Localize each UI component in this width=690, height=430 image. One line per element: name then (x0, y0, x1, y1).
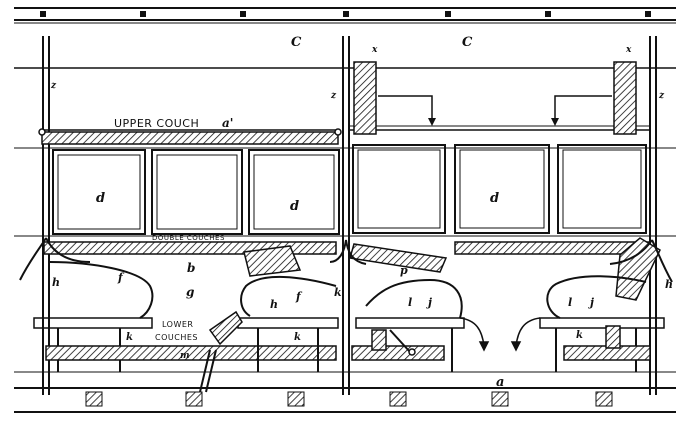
label-a: a (496, 375, 504, 390)
label-l-right: l (568, 296, 572, 309)
lower-couches-caption-2: COUCHES (155, 333, 198, 342)
lower-couch-right (539, 275, 665, 372)
upper-couch-left (38, 128, 342, 145)
label-l-center: l (408, 296, 412, 309)
upper-couch-caption: UPPER COUCH (114, 117, 199, 130)
lower-couch-center-right (351, 278, 465, 372)
upper-wall (14, 67, 676, 237)
roof-rivets (40, 11, 651, 17)
label-h-mid: h (270, 298, 278, 311)
floor (14, 371, 676, 413)
label-x-left: x (371, 45, 378, 55)
lower-couch-middle (199, 276, 339, 393)
car-panels (52, 144, 647, 235)
folded-couch-right (613, 61, 637, 135)
label-h-right: h (665, 278, 673, 291)
label-x-right: x (625, 45, 632, 55)
label-b: b (187, 261, 195, 275)
double-couches (43, 237, 661, 301)
double-couches-caption: DOUBLE COUCHES (152, 234, 225, 242)
folded-couch-left (353, 61, 377, 135)
label-j-right: j (588, 296, 594, 309)
label-f-mid: f (295, 290, 303, 303)
label-k-mid: k (334, 286, 342, 299)
label-p: p (400, 264, 408, 277)
label-k-left: k (126, 332, 133, 343)
center-arrows (459, 317, 541, 352)
roof (14, 7, 676, 24)
label-c-left: C (291, 35, 302, 50)
label-d-2: d (290, 199, 299, 214)
label-k-right: k (576, 330, 583, 341)
label-f-left: f (117, 271, 125, 284)
lower-couch-left (33, 261, 337, 372)
label-a-prime: a' (222, 116, 233, 130)
label-z-right: z (658, 91, 665, 101)
label-d-1: d (96, 191, 105, 206)
label-c-right: C (462, 35, 473, 50)
vertical-posts (42, 36, 657, 395)
label-z-left: z (50, 81, 57, 91)
support-brackets (19, 237, 673, 283)
label-d-3: d (490, 191, 499, 206)
tilted-couch (349, 243, 448, 273)
label-h-left: h (52, 276, 60, 289)
label-m: m (180, 351, 190, 361)
label-g: g (186, 285, 194, 299)
label-k-lower: k (294, 332, 301, 343)
label-z-mid: z (330, 91, 337, 101)
label-j-center: j (426, 296, 432, 309)
tilted-back (243, 245, 302, 277)
folded-back-right (615, 237, 661, 301)
upper-couch-right (350, 61, 650, 135)
lower-couches-caption-1: LOWER (162, 320, 194, 329)
